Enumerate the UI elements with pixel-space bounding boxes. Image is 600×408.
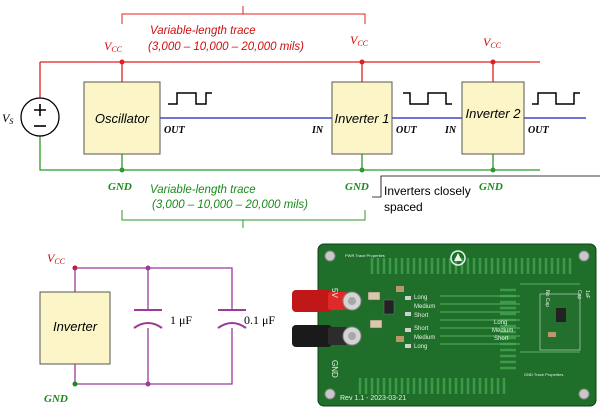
svg-text:Short: Short — [494, 336, 509, 342]
mounting-hole — [578, 250, 590, 262]
ground-trace-label-line1: Variable-length trace — [150, 184, 256, 196]
vcc-label-inverter2: VCC — [483, 35, 502, 50]
junction-dot — [119, 59, 125, 65]
junction-dot — [490, 167, 496, 173]
pcb-legend-bottom: GND Trace Properties — [524, 372, 563, 377]
inverter2-label: Inverter 2 — [466, 106, 522, 121]
bypass-inverter-label: Inverter — [53, 319, 98, 334]
gnd-label-inverter1: GND — [345, 181, 369, 193]
inverters-spacing-bracket — [372, 175, 600, 198]
svg-text:Short: Short — [414, 313, 429, 319]
inverter1-out-label: OUT — [396, 125, 417, 136]
junction-dot — [145, 265, 151, 271]
bypass-gnd-label: GND — [44, 393, 68, 405]
ground-trace-label-line2: (3,000 – 10,000 – 20,000 mils) — [152, 199, 308, 211]
svg-text:No Cap: No Cap — [544, 290, 550, 307]
gnd-label-oscillator: GND — [108, 181, 132, 193]
voltage-source — [20, 97, 60, 137]
pcb-revision: Rev 1.1 - 2023-03-21 — [340, 395, 406, 402]
pcb-vcc-label: 5V — [330, 288, 339, 298]
red-binding-post — [292, 290, 362, 312]
inverters-note-line2: spaced — [384, 200, 423, 214]
bypass-inverter-block — [39, 291, 111, 365]
power-trace-label-line2: (3,000 – 10,000 – 20,000 mils) — [148, 41, 304, 53]
bypass-vcc-label: VCC — [47, 251, 66, 266]
capacitor-1uf — [133, 309, 163, 329]
junction-dot — [359, 59, 365, 65]
bypass-power-bus — [75, 267, 233, 310]
pcb-title-top: PWR Trace Properties — [345, 253, 385, 258]
inverters-note-line1: Inverters closely — [384, 184, 471, 198]
svg-text:Medium: Medium — [492, 328, 513, 334]
oscillator-block — [83, 81, 161, 155]
pcb-cap-labels: No Cap 1uF Cap — [544, 290, 590, 307]
oscillator-waveform-icon — [168, 92, 212, 105]
top-circuit: Variable-length trace (3,000 – 10,000 – … — [2, 6, 600, 228]
pcb-components — [367, 286, 566, 348]
svg-text:Long: Long — [414, 295, 427, 301]
mounting-hole — [324, 388, 336, 400]
svg-text:Cap: Cap — [576, 290, 582, 299]
pcb-center-labels: Long Medium Short — [492, 320, 513, 342]
cap2-label: 0.1 μF — [244, 313, 275, 327]
gnd-label-inverter2: GND — [479, 181, 503, 193]
pcb-logo-icon — [450, 250, 466, 266]
power-trace-bracket — [121, 13, 366, 24]
pcb-serpentine-bottom — [358, 378, 506, 394]
pcb-routing-traces — [440, 283, 580, 353]
black-binding-post — [292, 325, 362, 347]
capacitor-0-1uf — [217, 309, 247, 329]
power-trace-label-line1: Variable-length trace — [150, 25, 256, 37]
svg-text:1uF: 1uF — [584, 290, 590, 299]
pcb-right-ic-area — [539, 293, 581, 351]
inverter1-block — [331, 81, 393, 155]
svg-text:VCC: VCC — [483, 35, 502, 50]
junction-dot — [359, 167, 365, 173]
gnd-terminal — [72, 381, 78, 387]
inverter2-out-label: OUT — [528, 125, 549, 136]
mounting-hole — [578, 388, 590, 400]
bypass-ground-bus — [75, 328, 233, 385]
inverter1-waveform-icon — [403, 92, 452, 105]
svg-text:Long: Long — [494, 320, 507, 326]
pcb-serpentine-top — [370, 258, 572, 274]
bypass-circuit: VCC Inverter 1 μF 0.1 μF GND — [39, 251, 275, 405]
svg-text:VCC: VCC — [104, 39, 123, 54]
svg-text:Medium: Medium — [414, 304, 435, 310]
oscillator-out-label: OUT — [164, 125, 185, 136]
svg-text:VCC: VCC — [350, 33, 369, 48]
ground-rail — [39, 136, 540, 171]
inverter2-waveform-icon — [532, 92, 580, 105]
mounting-hole — [324, 250, 336, 262]
inverter1-label: Inverter 1 — [335, 111, 390, 126]
inverter1-in-label: IN — [311, 125, 324, 136]
oscillator-label: Oscillator — [95, 111, 150, 126]
junction-dot — [145, 381, 151, 387]
pcb-left-labels: Long Medium Short Short Medium Long — [414, 295, 435, 350]
pcb-photo: PWR Trace Properties 5V GND — [292, 243, 597, 407]
inverter2-block — [461, 81, 525, 155]
svg-text:Medium: Medium — [414, 335, 435, 341]
inverter2-in-label: IN — [444, 125, 457, 136]
ground-trace-bracket — [121, 210, 366, 221]
vcc-label-inverter1: VCC — [350, 33, 369, 48]
source-label: VS — [2, 111, 13, 126]
vcc-label-oscillator: VCC — [104, 39, 123, 54]
svg-text:Long: Long — [414, 344, 427, 350]
junction-dot — [490, 59, 496, 65]
cap1-label: 1 μF — [170, 313, 192, 327]
junction-dot — [119, 167, 125, 173]
svg-text:Short: Short — [414, 326, 429, 332]
pcb-gnd-label: GND — [330, 360, 339, 378]
